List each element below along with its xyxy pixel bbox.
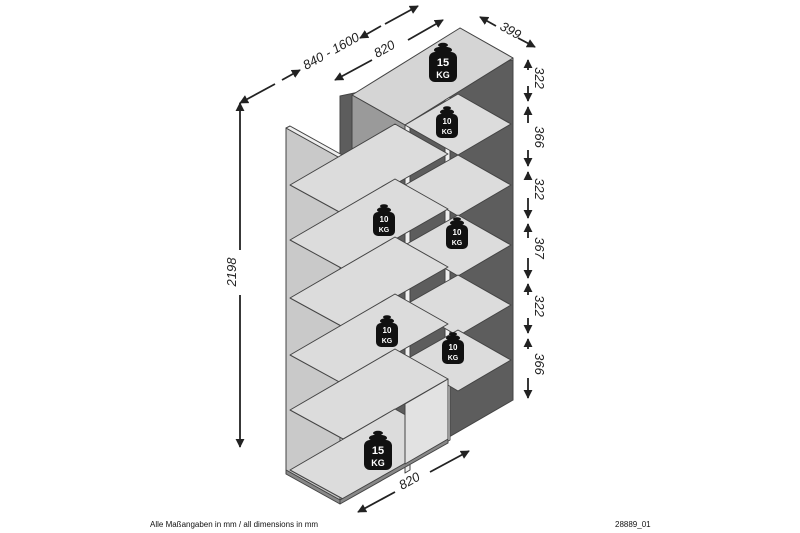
footer-units-note: Alle Maßangaben in mm / all dimensions i… xyxy=(150,520,319,529)
weight-icon: 15 KG xyxy=(364,430,392,470)
footer-article-code: 28889_01 xyxy=(615,520,651,529)
weight-value: 15 xyxy=(437,57,449,69)
dim-compartment: 322 xyxy=(532,178,547,200)
dim-compartment: 322 xyxy=(532,67,547,89)
dim-compartment: 367 xyxy=(532,237,547,259)
dim-width-range: 840 - 1600 xyxy=(300,29,362,73)
weight-unit: KG xyxy=(371,458,385,468)
dim-height: 2198 xyxy=(224,257,239,288)
dim-compartment: 322 xyxy=(532,295,547,317)
weight-value: 10 xyxy=(453,228,462,237)
weight-unit: KG xyxy=(436,70,450,80)
shelf-unit xyxy=(285,27,514,505)
weight-icon: 10 KG xyxy=(376,315,398,347)
weight-icon: 10 KG xyxy=(436,106,458,138)
dimension-lines xyxy=(235,5,536,513)
dim-width-bottom: 820 xyxy=(396,469,423,493)
weight-unit: KG xyxy=(442,129,453,136)
weight-icon: 10 KG xyxy=(373,204,395,236)
weight-value: 10 xyxy=(380,215,389,224)
weight-icon: 15 KG xyxy=(429,42,457,82)
dim-compartment: 366 xyxy=(532,353,547,375)
dim-width-top: 820 xyxy=(371,37,398,61)
weight-value: 10 xyxy=(443,117,452,126)
weight-unit: KG xyxy=(452,240,463,247)
compartment-heights: 322 366 322 367 322 366 xyxy=(532,67,547,375)
weight-icon: 10 KG xyxy=(446,217,468,249)
weight-value: 10 xyxy=(383,326,392,335)
weight-icon: 10 KG xyxy=(442,332,464,364)
weight-value: 10 xyxy=(449,343,458,352)
weight-icons: 15 KG 10 KG 10 KG 10 KG xyxy=(364,42,468,470)
dim-compartment: 366 xyxy=(532,126,547,148)
weight-value: 15 xyxy=(372,445,384,457)
weight-unit: KG xyxy=(448,355,459,362)
weight-unit: KG xyxy=(379,227,390,234)
weight-unit: KG xyxy=(382,338,393,345)
